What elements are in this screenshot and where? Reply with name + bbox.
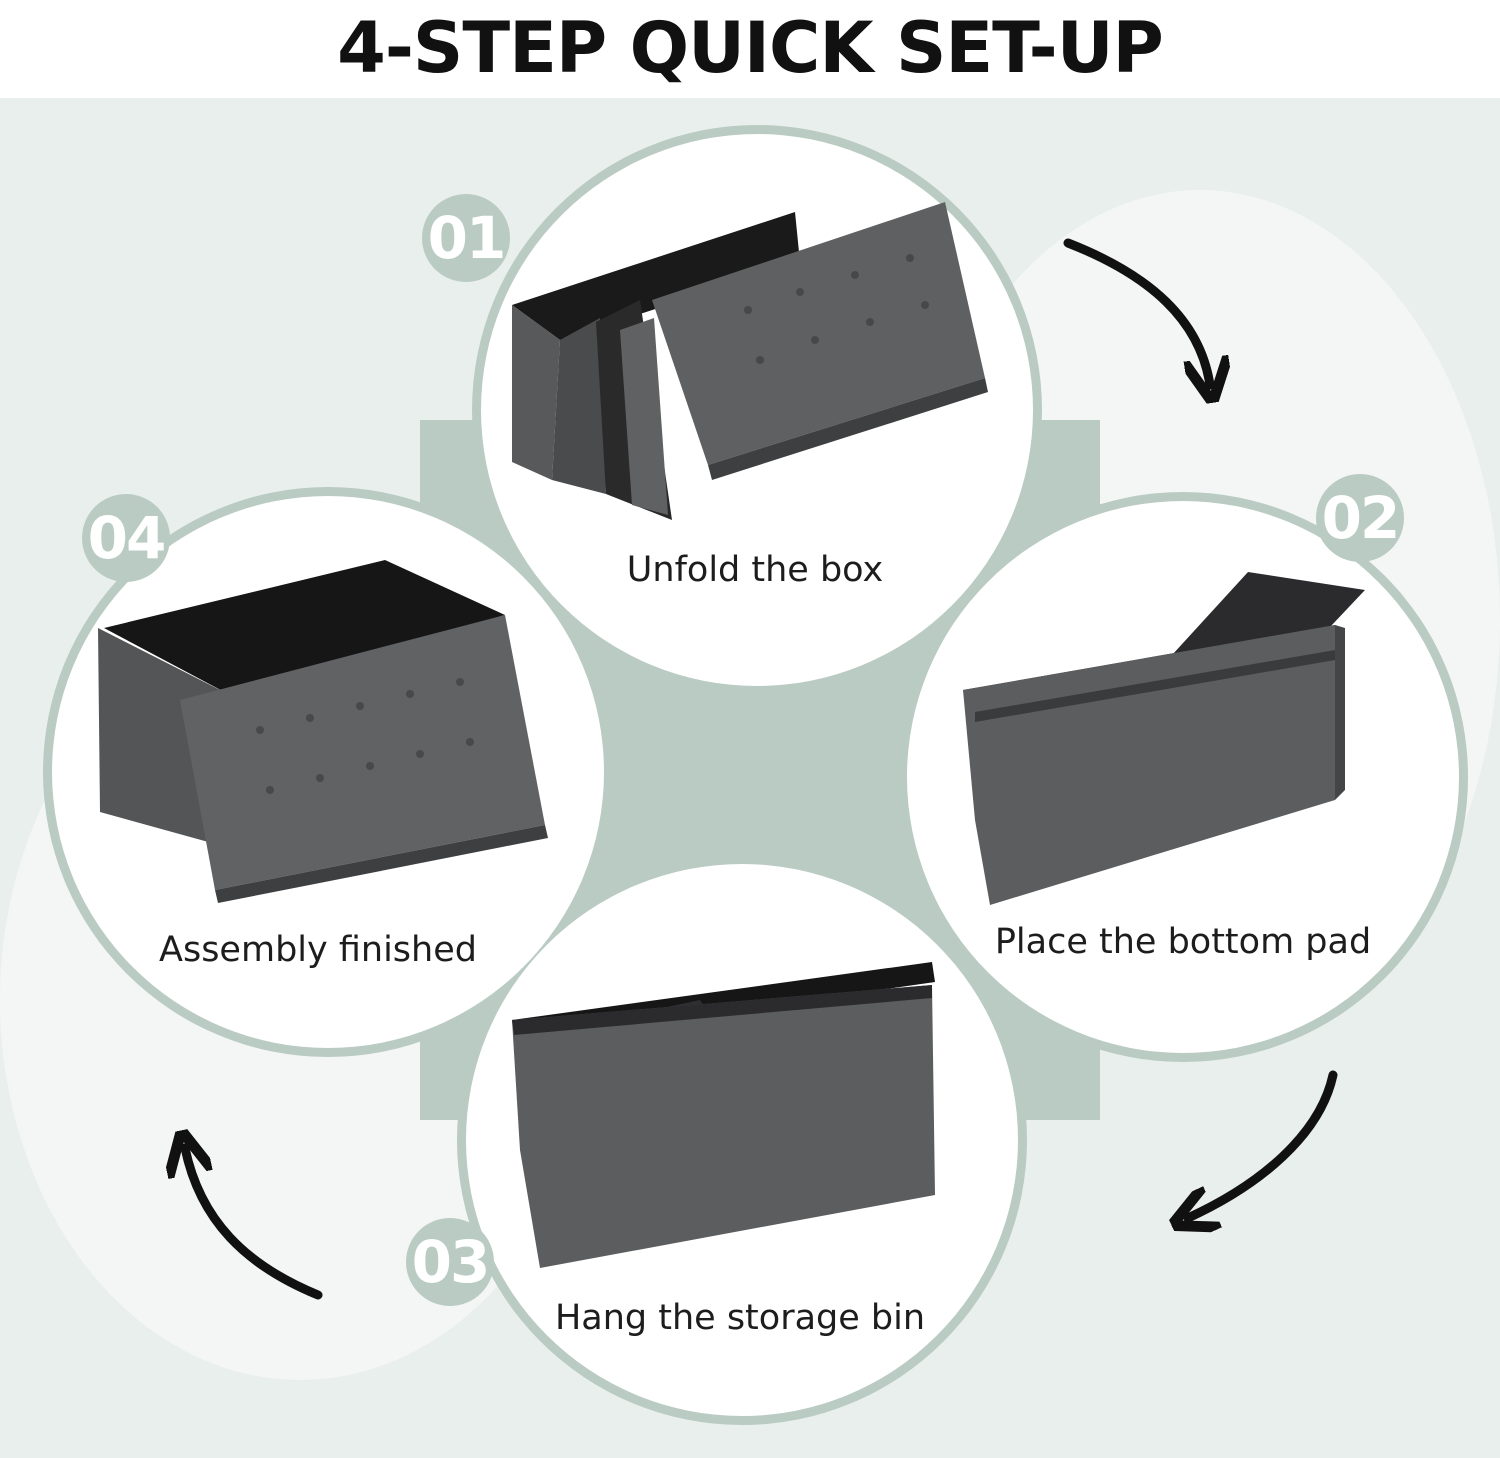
badge-03 xyxy=(406,1218,494,1306)
step-number-4: 04 xyxy=(87,504,167,572)
step-number-1: 01 xyxy=(427,204,507,272)
step-caption-2: Place the bottom pad xyxy=(994,922,1372,962)
page-title: 4-STEP QUICK SET-UP xyxy=(337,7,1164,89)
box-unfolded-illustration xyxy=(512,202,988,520)
badge-01 xyxy=(422,194,510,282)
step-caption-3: Hang the storage bin xyxy=(554,1298,926,1338)
step-caption-1: Unfold the box xyxy=(626,550,884,590)
step-caption-4: Assembly finished xyxy=(159,930,477,970)
box-finished-illustration xyxy=(98,560,548,903)
badge-02 xyxy=(1316,474,1404,562)
badge-04 xyxy=(82,494,170,582)
step-number-2: 02 xyxy=(1321,484,1401,552)
step-number-3: 03 xyxy=(411,1228,491,1296)
box-storage-bin-illustration xyxy=(512,962,935,1268)
arrow-curved-icon xyxy=(1063,238,1210,385)
box-bottom-pad-illustration xyxy=(963,572,1365,905)
arrow-curved-icon xyxy=(185,1148,323,1300)
arrow-curved-icon xyxy=(1188,1070,1338,1218)
